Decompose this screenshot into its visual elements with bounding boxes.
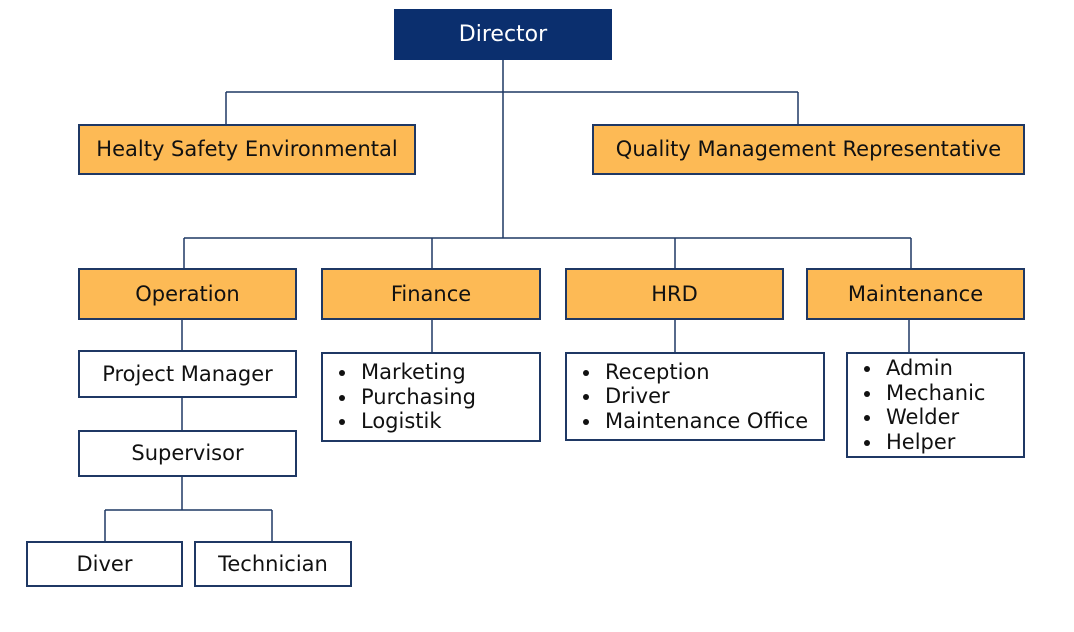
hrd-list: Reception Driver Maintenance Office [567,360,808,434]
hrd-box: HRD [565,268,784,320]
finance-box: Finance [321,268,541,320]
maintenance-item-mechanic: Mechanic [860,381,985,406]
qmr-label: Quality Management Representative [615,137,1002,161]
maintenance-item-admin: Admin [860,356,985,381]
hrd-list-box: Reception Driver Maintenance Office [565,352,825,441]
hrd-label: HRD [651,281,698,306]
maintenance-label: Maintenance [847,281,984,306]
hrd-item-maintenance-office: Maintenance Office [579,409,808,434]
director-label: Director [458,21,548,47]
maintenance-item-welder: Welder [860,405,985,430]
qmr-box: Quality Management Representative [592,124,1025,175]
maintenance-list-box: Admin Mechanic Welder Helper [846,352,1025,458]
finance-item-marketing: Marketing [335,360,476,385]
supervisor-label: Supervisor [131,441,244,465]
technician-box: Technician [194,541,352,587]
finance-item-purchasing: Purchasing [335,385,476,410]
maintenance-list: Admin Mechanic Welder Helper [848,356,985,454]
diver-label: Diver [76,551,133,576]
maintenance-box: Maintenance [806,268,1025,320]
finance-list-box: Marketing Purchasing Logistik [321,352,541,442]
project-manager-label: Project Manager [102,361,273,386]
hrd-item-reception: Reception [579,360,808,385]
project-manager-box: Project Manager [78,350,297,398]
technician-label: Technician [218,551,328,576]
maintenance-item-helper: Helper [860,430,985,455]
hse-label: Healty Safety Environmental [96,137,398,161]
director-box: Director [394,9,612,60]
finance-label: Finance [390,281,472,306]
operation-label: Operation [135,281,240,306]
finance-list: Marketing Purchasing Logistik [323,360,476,434]
finance-item-logistik: Logistik [335,409,476,434]
diver-box: Diver [26,541,183,587]
operation-box: Operation [78,268,297,320]
hrd-item-driver: Driver [579,384,808,409]
hse-box: Healty Safety Environmental [78,124,416,175]
supervisor-box: Supervisor [78,430,297,477]
